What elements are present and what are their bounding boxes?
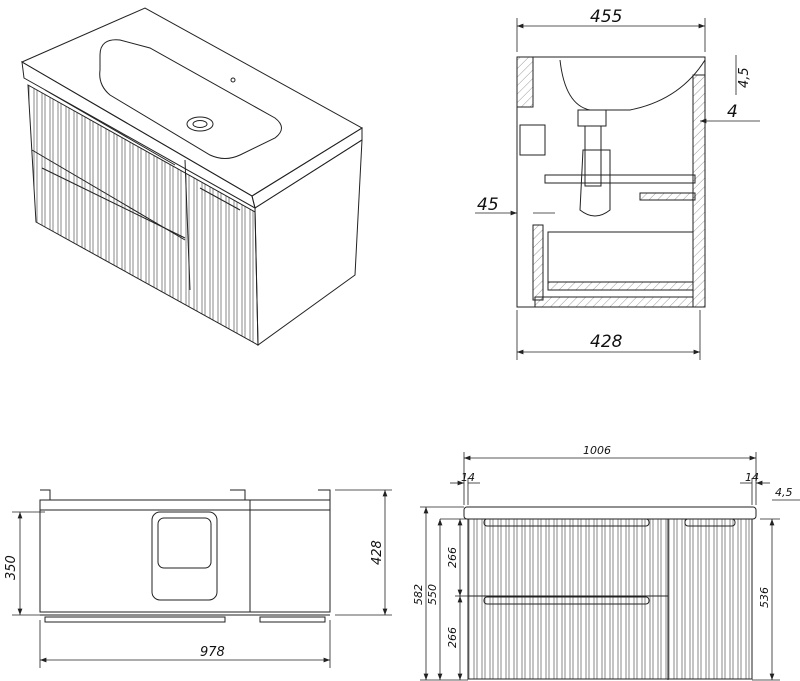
drain-fitting <box>577 109 607 127</box>
dim-266-upper: 266 <box>446 547 459 568</box>
lower-drawer <box>547 231 694 283</box>
hinge <box>519 124 546 156</box>
dim-4-5-side: 4,5 <box>737 67 752 88</box>
cabinet-outline <box>39 499 331 613</box>
drain <box>186 116 214 132</box>
countertop-side-edge <box>251 127 363 209</box>
dim-45: 45 <box>477 195 499 215</box>
siphon-cutout <box>151 511 218 601</box>
back-panel <box>532 224 544 301</box>
isometric-view <box>20 7 363 346</box>
basin <box>99 39 282 159</box>
front-view: 1006 14 14 4,5 582 550 266 266 536 <box>412 444 800 681</box>
basin-profile <box>559 59 706 111</box>
handle-upper <box>483 518 650 527</box>
dim-4-5-front: 4,5 <box>775 486 793 499</box>
tap-hole <box>230 77 236 83</box>
cabinet-side <box>254 139 363 346</box>
handle-lower <box>483 596 650 605</box>
dim-550: 550 <box>426 584 439 605</box>
dim-266-lower: 266 <box>446 627 459 648</box>
countertop <box>463 506 757 520</box>
siphon <box>579 149 611 217</box>
dim-4: 4 <box>727 102 738 122</box>
dim-978: 978 <box>200 645 225 660</box>
bottom-panel <box>534 296 694 308</box>
handle-lower <box>41 167 186 239</box>
side-section-view: 455 428 45 4 4,5 <box>475 7 760 360</box>
dim-14-right: 14 <box>745 471 759 484</box>
back-view: 350 428 978 <box>4 489 392 668</box>
dim-350: 350 <box>4 555 19 580</box>
dim-14-left: 14 <box>461 471 475 484</box>
dim-455: 455 <box>590 7 622 27</box>
door-divider <box>184 159 191 291</box>
upper-drawer-bottom <box>544 174 696 184</box>
front-panel <box>692 74 706 308</box>
dim-428-side: 428 <box>590 332 623 352</box>
dim-1006: 1006 <box>583 444 611 457</box>
dim-536: 536 <box>758 587 771 608</box>
cabinet-front <box>467 518 753 680</box>
dim-582: 582 <box>412 584 425 605</box>
handle-upper <box>44 89 176 166</box>
handle-door <box>684 518 736 527</box>
dim-428-top: 428 <box>370 540 385 565</box>
handle-door <box>199 187 241 211</box>
